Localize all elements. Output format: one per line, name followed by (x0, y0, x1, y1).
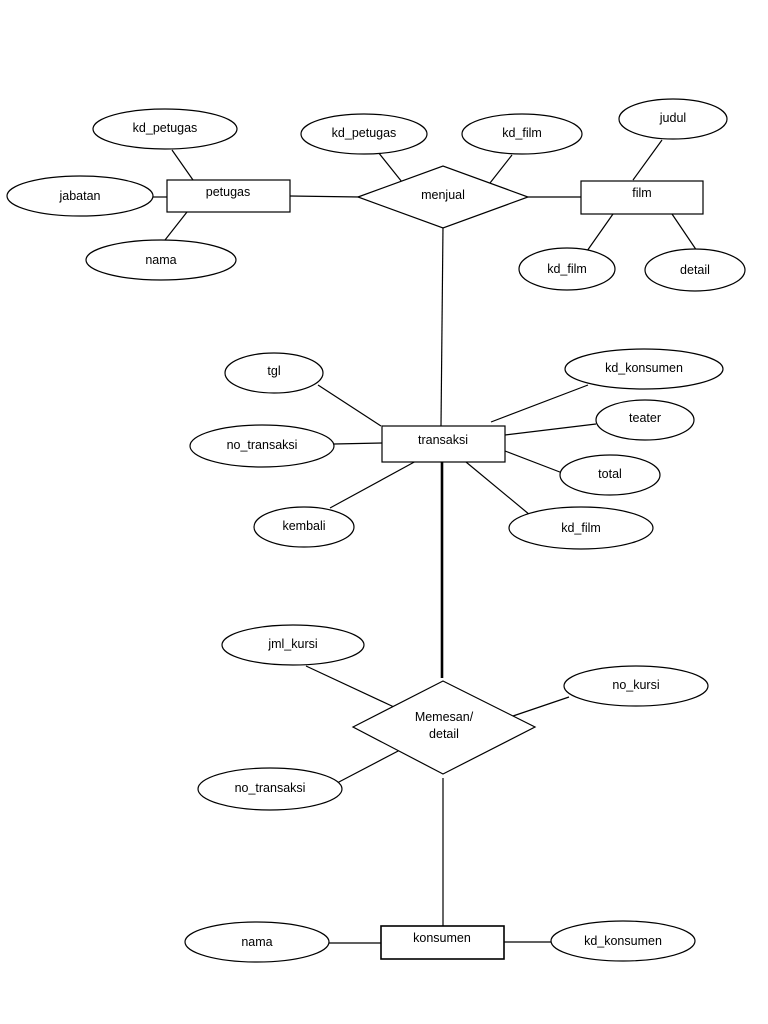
attribute-label: jabatan (58, 189, 100, 203)
link-petugas-kd_petugas (171, 149, 194, 181)
entity-label: transaksi (418, 433, 468, 447)
link-transaksi-kembali (329, 459, 419, 509)
link-memesan-no_kursi (512, 696, 570, 717)
link-transaksi-teater (504, 423, 597, 436)
attribute-konsumen-kd_konsumen: kd_konsumen (550, 920, 696, 962)
attribute-label: jml_kursi (267, 637, 317, 651)
link-transaksi-no_transaksi (333, 442, 383, 445)
attribute-label: kd_film (502, 126, 542, 140)
attribute-film-detail: detail (644, 248, 746, 292)
link-menjual-kd_film (489, 154, 513, 184)
link-petugas-nama (164, 211, 188, 241)
link-film-judul (632, 139, 663, 181)
attribute-label: no_transaksi (235, 781, 306, 795)
attribute-transaksi-kd_film: kd_film (508, 506, 654, 550)
attribute-memesan-jml_kursi: jml_kursi (221, 624, 365, 666)
link-transaksi-kd_film (465, 461, 531, 516)
attribute-label: kd_petugas (133, 121, 198, 135)
attribute-petugas-kd_petugas: kd_petugas (92, 108, 238, 150)
attribute-film-judul: judul (618, 98, 728, 140)
link-memesan-no_transaksi (336, 748, 403, 784)
entity-label: film (632, 186, 651, 200)
attribute-label: judul (659, 111, 686, 125)
attribute-transaksi-kd_konsumen: kd_konsumen (564, 348, 724, 390)
relationship-label: menjual (421, 188, 465, 202)
attribute-petugas-nama: nama (85, 239, 237, 281)
entity-petugas: petugas (166, 179, 291, 213)
attribute-label: kd_film (561, 521, 601, 535)
link-menjual-kd_petugas (377, 151, 403, 183)
link-film-kd_film (586, 213, 614, 252)
attribute-label: total (598, 467, 622, 481)
relationship-menjual: menjual (356, 165, 530, 229)
attribute-konsumen-nama: nama (184, 921, 330, 963)
attribute-transaksi-total: total (559, 454, 661, 496)
attribute-memesan-no_kursi: no_kursi (563, 665, 709, 707)
link-petugas-menjual (289, 195, 361, 198)
attribute-label: nama (145, 253, 176, 267)
attribute-menjual-kd_film: kd_film (461, 113, 583, 155)
link-film-detail (671, 213, 698, 252)
attribute-transaksi-no_transaksi: no_transaksi (189, 424, 335, 468)
link-transaksi-kd_konsumen (490, 384, 589, 423)
entity-film: film (580, 180, 704, 215)
attribute-label: no_transaksi (227, 438, 298, 452)
relationship-label-line2: detail (429, 727, 459, 741)
attribute-memesan-no_transaksi: no_transaksi (197, 767, 343, 811)
attribute-petugas-jabatan: jabatan (6, 175, 154, 217)
attribute-label: no_kursi (612, 678, 659, 692)
link-menjual-transaksi (440, 225, 444, 427)
link-transaksi-tgl (317, 384, 382, 427)
attribute-label: tgl (267, 364, 280, 378)
attribute-menjual-kd_petugas: kd_petugas (300, 113, 428, 155)
attribute-label: kd_petugas (332, 126, 397, 140)
entity-konsumen: konsumen (380, 925, 505, 960)
link-memesan-jml_kursi (305, 665, 395, 708)
attribute-label: detail (680, 263, 710, 277)
attribute-label: kd_film (547, 262, 587, 276)
entity-transaksi: transaksi (381, 425, 506, 463)
attribute-label: kd_konsumen (605, 361, 683, 375)
connectors (152, 139, 698, 944)
attribute-label: teater (629, 411, 661, 425)
entity-label: petugas (206, 185, 250, 199)
link-transaksi-total (504, 450, 566, 475)
attribute-label: kd_konsumen (584, 934, 662, 948)
attribute-transaksi-kembali: kembali (253, 506, 355, 548)
entity-label: konsumen (413, 931, 471, 945)
relationship-memesan-detail: Memesan/ detail (351, 680, 537, 775)
attribute-transaksi-tgl: tgl (224, 352, 324, 394)
attribute-film-kd_film: kd_film (518, 247, 616, 291)
relationship-label-line1: Memesan/ (415, 710, 474, 724)
attribute-label: nama (241, 935, 272, 949)
attribute-transaksi-teater: teater (595, 399, 695, 441)
attribute-label: kembali (282, 519, 325, 533)
